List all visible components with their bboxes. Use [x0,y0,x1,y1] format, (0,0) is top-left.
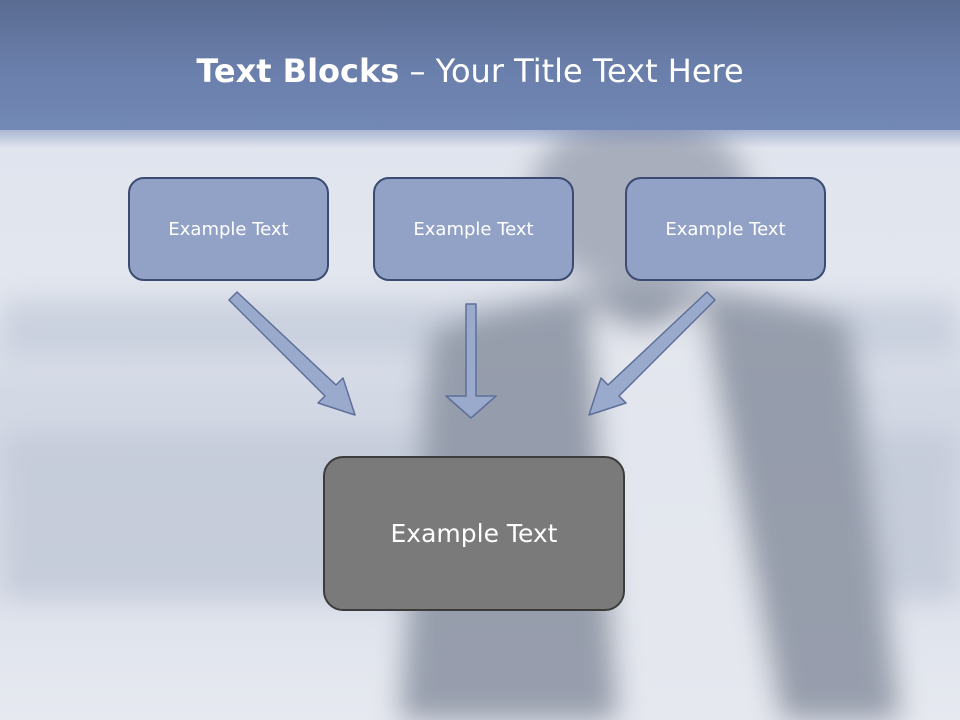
text-block-3: Example Text [625,177,826,281]
text-block-2: Example Text [373,177,574,281]
text-block-3-label: Example Text [665,218,786,240]
text-block-2-label: Example Text [413,218,534,240]
text-block-1: Example Text [128,177,329,281]
target-block-label: Example Text [390,519,558,548]
title-bar-fade [0,118,960,148]
title-bold: Text Blocks [196,52,400,90]
title-separator: – [399,52,436,90]
text-block-1-label: Example Text [168,218,289,240]
title-rest: Your Title Text Here [435,52,744,90]
target-block: Example Text [323,456,625,611]
title-bar [0,0,960,130]
slide-title: Text Blocks – Your Title Text Here [0,52,940,90]
